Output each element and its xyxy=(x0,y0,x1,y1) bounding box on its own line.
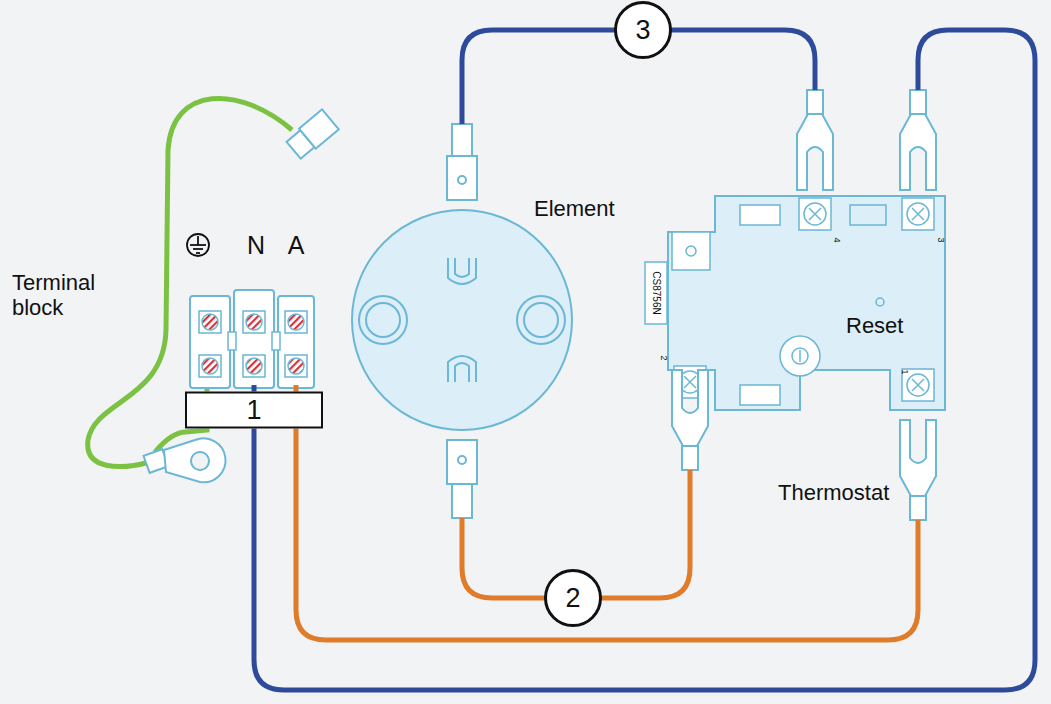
callout-number: 1 xyxy=(185,392,323,429)
spade-connector xyxy=(672,370,708,470)
pin-number: 1 xyxy=(900,369,909,374)
callout-number: 3 xyxy=(614,1,672,59)
part-label: Element xyxy=(534,196,615,221)
terminal-name: A xyxy=(288,233,305,258)
callout-number: 2 xyxy=(544,569,602,627)
part-label: Terminal block xyxy=(12,270,137,321)
ring-terminal xyxy=(144,438,226,482)
wire xyxy=(296,385,918,640)
terminal-name: N xyxy=(247,233,265,258)
wire xyxy=(254,30,1035,690)
ground-symbol xyxy=(187,234,209,256)
pin-number: 4 xyxy=(832,237,841,242)
component: ResetThermostat xyxy=(640,180,960,515)
earth-spade xyxy=(285,109,338,160)
component: Terminal block xyxy=(8,235,313,395)
component: Element xyxy=(350,190,635,435)
terminal-block xyxy=(190,290,314,388)
part-label: Thermostat xyxy=(778,480,889,505)
spade-connector xyxy=(900,420,936,520)
heating-element xyxy=(352,124,572,518)
part-code: CS8756N xyxy=(651,271,661,314)
thermostat-body xyxy=(645,196,945,410)
spade-connector xyxy=(797,90,833,190)
part-label: Reset xyxy=(846,313,903,338)
spade-connector xyxy=(900,90,936,190)
pin-number: 3 xyxy=(936,237,945,242)
pin-number: 2 xyxy=(659,355,668,360)
